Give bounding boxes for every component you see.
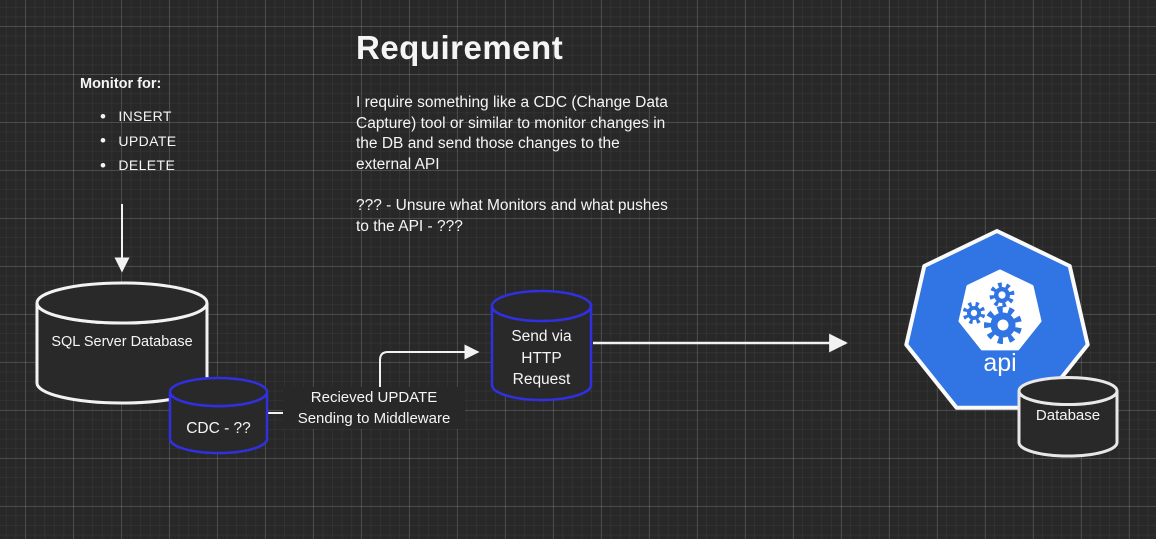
list-item-insert: • INSERT [100, 104, 177, 129]
bullet-icon: • [100, 155, 107, 175]
list-item-delete: • DELETE [100, 153, 177, 178]
bullet-icon: • [100, 131, 107, 151]
notes-paragraph-1: I require something like a CDC (Change D… [356, 94, 668, 173]
monitor-list: • INSERT • UPDATE • DELETE [100, 104, 177, 178]
api-label[interactable]: api [983, 349, 1017, 377]
requirement-notes: I require something like a CDC (Change D… [356, 93, 716, 237]
sql-database-cylinder[interactable] [35, 281, 209, 405]
cdc-cylinder[interactable] [168, 376, 269, 455]
bullet-icon: • [100, 106, 107, 126]
sql-database-label[interactable]: SQL Server Database [51, 334, 193, 350]
k8s-api-node[interactable] [904, 229, 1090, 410]
external-database-label[interactable]: Database [1035, 407, 1101, 424]
notes-paragraph-2: ??? - Unsure what Monitors and what push… [356, 196, 668, 235]
list-item-label: DELETE [118, 157, 176, 174]
external-database-cylinder[interactable] [1017, 376, 1119, 458]
list-item-update: • UPDATE [100, 129, 177, 154]
http-request-label[interactable]: Send via HTTP Request [511, 328, 572, 388]
list-item-label: UPDATE [118, 132, 177, 149]
page-title: Requirement [356, 29, 564, 66]
monitor-heading: Monitor for: [80, 76, 162, 92]
gears-icon [962, 282, 1022, 344]
cdc-to-http-edge-label[interactable]: Recieved UPDATE Sending to Middleware [283, 387, 465, 429]
list-item-label: INSERT [118, 108, 172, 125]
http-request-cylinder[interactable] [490, 289, 593, 402]
cdc-label[interactable]: CDC - ?? [186, 420, 251, 437]
